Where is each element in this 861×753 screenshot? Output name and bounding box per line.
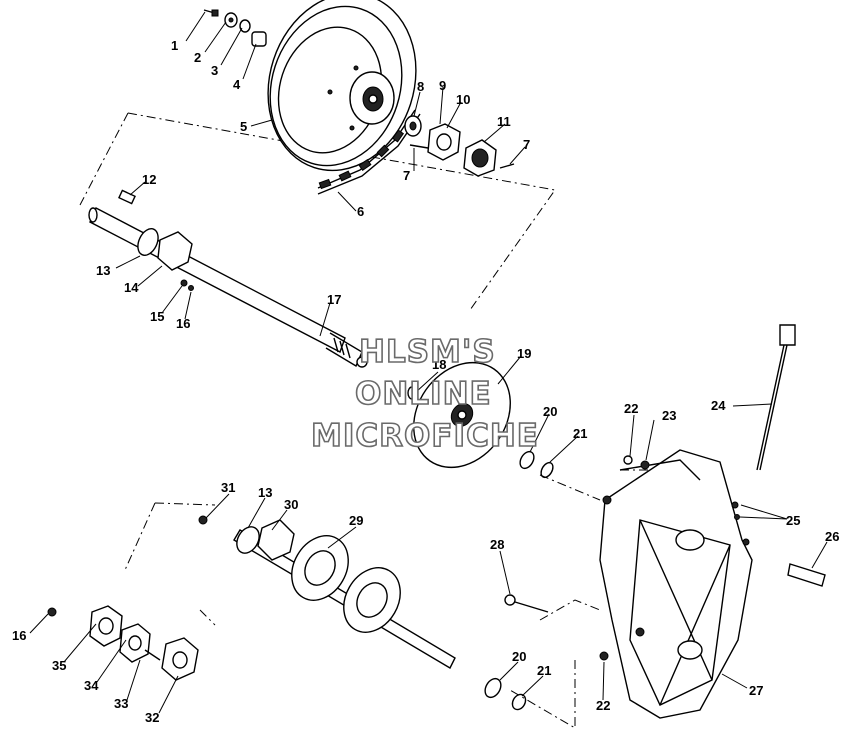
callout-15: 15	[150, 309, 164, 324]
watermark-line-3: MICROFICHE	[311, 418, 539, 454]
callout-21-lower: 21	[537, 663, 551, 678]
callout-35: 35	[52, 658, 66, 673]
callout-22-lower: 22	[596, 698, 610, 713]
callout-6: 6	[357, 204, 364, 219]
callout-2: 2	[194, 50, 201, 65]
callout-25: 25	[786, 513, 800, 528]
callout-7-lower: 7	[403, 168, 410, 183]
callout-8: 8	[417, 79, 424, 94]
drive-shaft	[88, 189, 368, 368]
watermark-line-2: ONLINE	[355, 376, 492, 412]
callout-16-lower: 16	[12, 628, 26, 643]
track-drive-axle	[198, 515, 456, 669]
callout-31: 31	[221, 480, 235, 495]
callout-9: 9	[439, 78, 446, 93]
callout-7-upper: 7	[523, 137, 530, 152]
hardware-1-4	[203, 9, 267, 47]
callout-16-upper: 16	[176, 316, 190, 331]
callout-4: 4	[233, 77, 241, 92]
callout-22-upper: 22	[624, 401, 638, 416]
callout-18: 18	[432, 357, 446, 372]
bearing-plates	[47, 605, 199, 681]
callout-17: 17	[327, 292, 341, 307]
callout-5: 5	[240, 119, 247, 134]
chaincase-housing	[599, 449, 753, 719]
callout-21-upper: 21	[573, 426, 587, 441]
leader-lines	[29, 11, 828, 714]
callout-20-upper: 20	[543, 404, 557, 419]
callout-27: 27	[749, 683, 763, 698]
callout-20-lower: 20	[512, 649, 526, 664]
callout-10: 10	[456, 92, 470, 107]
bearing-flanges-8-11	[404, 115, 515, 177]
callout-3: 3	[211, 63, 218, 78]
callout-24: 24	[711, 398, 726, 413]
driven-pulley	[267, 0, 417, 172]
callout-11: 11	[497, 114, 511, 129]
watermark: HLSM'S ONLINE MICROFICHE	[310, 333, 539, 455]
callout-33: 33	[114, 696, 128, 711]
callout-23: 23	[662, 408, 676, 423]
callout-34: 34	[84, 678, 99, 693]
callout-28: 28	[490, 537, 504, 552]
callout-32: 32	[145, 710, 159, 725]
brake-disc	[407, 361, 554, 479]
callout-1: 1	[171, 38, 178, 53]
callout-labels: 1 2 3 4 5 6 7 7 8 9 10 11 12 13 13 14 15…	[12, 38, 839, 725]
callout-14: 14	[124, 280, 139, 295]
lower-hardware	[484, 594, 609, 711]
callout-30: 30	[284, 497, 298, 512]
chain-tensioner-parts	[623, 324, 826, 587]
watermark-line-1: HLSM'S	[359, 334, 496, 370]
alignment-lines	[79, 112, 650, 729]
callout-13-lower: 13	[258, 485, 272, 500]
callout-29: 29	[349, 513, 363, 528]
callout-12: 12	[142, 172, 156, 187]
callout-19: 19	[517, 346, 531, 361]
callout-26: 26	[825, 529, 839, 544]
callout-13-upper: 13	[96, 263, 110, 278]
